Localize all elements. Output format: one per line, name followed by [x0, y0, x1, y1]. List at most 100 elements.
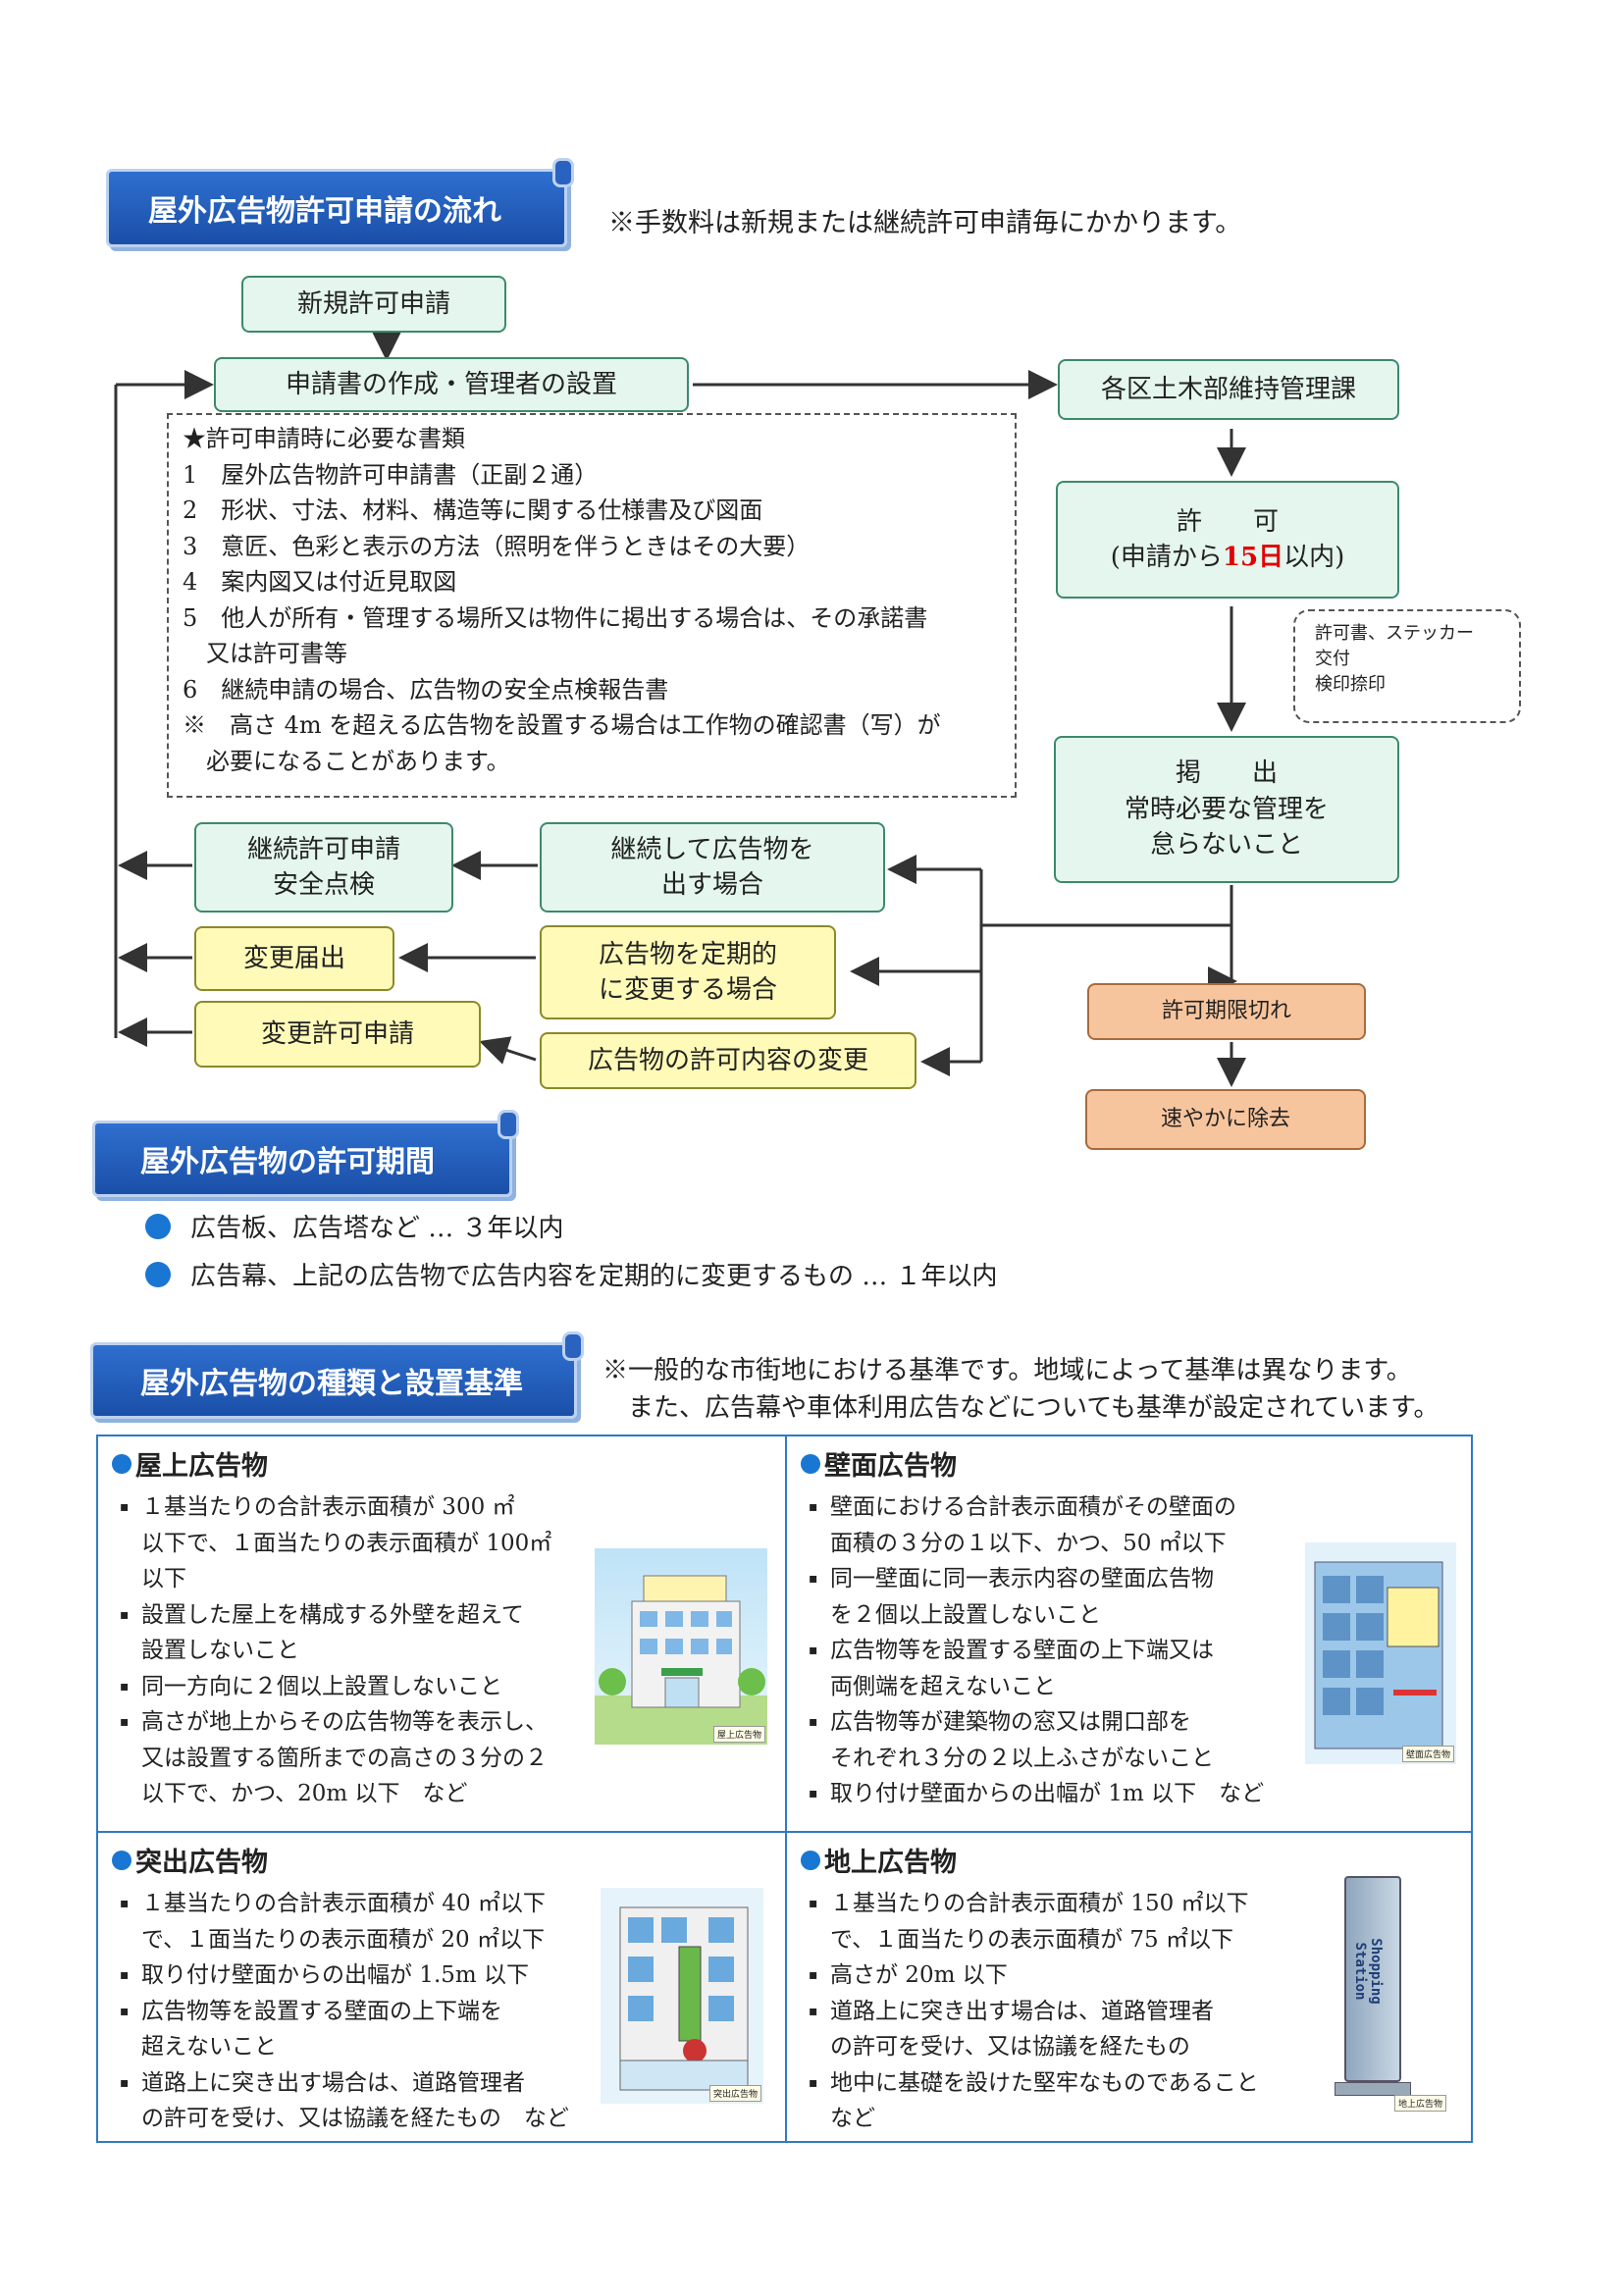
display-line: 常時必要な管理を — [1124, 794, 1329, 824]
callout-line: 許可書、ステッカー — [1315, 623, 1474, 644]
list-item: 広告物等が建築物の窓又は開口部を それぞれ３分の２以上ふさがないこと — [809, 1704, 1264, 1776]
arrow-left-icon — [479, 1036, 537, 1065]
list-item: 同一方向に２個以上設置しないこと — [120, 1669, 551, 1705]
signage-types-grid: 屋上広告物 １基当たりの合計表示面積が 300 ㎡ 以下で、１面当たりの表示面積… — [96, 1435, 1473, 2143]
permit-title: 許 可 — [1176, 506, 1279, 537]
required-documents-list: ★許可申請時に必要な書類 1 屋外広告物許可申請書（正副２通） 2 形状、寸法、… — [167, 413, 1017, 798]
doc-line: 3 意匠、色彩と表示の方法（照明を伴うときはその大要） — [183, 532, 811, 560]
ground-title-text: 地上広告物 — [824, 1848, 957, 1878]
display-title: 掲 出 — [1175, 758, 1278, 789]
projecting-building-icon — [601, 1888, 763, 2104]
pylon-sign-icon — [1344, 1876, 1401, 2082]
wall-illustration: 壁面広告物 — [1305, 1542, 1456, 1764]
wall-list: 壁面における合計表示面積がその壁面の 面積の３分の１以下、かつ、50 ㎡以下 同… — [809, 1489, 1264, 1812]
rooftop-illustration: 屋上広告物 — [595, 1548, 767, 1745]
list-item: １基当たりの合計表示面積が 300 ㎡ 以下で、１面当たりの表示面積が 100㎡… — [120, 1489, 551, 1597]
change-permit-box: 変更許可申請 — [194, 1001, 481, 1068]
prepare-box: 申請書の作成・管理者の設置 — [214, 357, 689, 412]
callout-line: 交付 — [1315, 649, 1350, 669]
types-note-line: ※一般的な市街地における基準です。地域によって基準は異なります。 — [602, 1356, 1412, 1385]
permit-callout: 許可書、ステッカー 交付 検印捺印 — [1293, 609, 1521, 723]
doc-line: 又は許可書等 — [183, 640, 347, 667]
change-notice-label: 変更届出 — [242, 943, 345, 973]
rooftop-title: 屋上広告物 — [112, 1444, 268, 1483]
expired-label: 許可期限切れ — [1161, 998, 1291, 1023]
permit-days: 15日 — [1222, 543, 1284, 572]
list-item: １基当たりの合計表示面積が 40 ㎡以下 で、１面当たりの表示面積が 20 ㎡以… — [120, 1886, 569, 1957]
bullet-dot-icon — [112, 1850, 131, 1870]
projecting-title: 突出広告物 — [112, 1841, 268, 1879]
bullet-dot-icon — [145, 1261, 171, 1287]
list-item: 広告物等を設置する壁面の上下端を 超えないこと — [120, 1994, 569, 2065]
display-box: 掲 出 常時必要な管理を 怠らないこと — [1054, 736, 1399, 883]
doc-line: 6 継続申請の場合、広告物の安全点検報告書 — [183, 675, 669, 704]
doc-line: 必要になることがあります。 — [183, 747, 510, 775]
types-section-banner: 屋外広告物の種類と設置基準 — [90, 1331, 584, 1419]
display-line: 怠らないこと — [1149, 830, 1303, 861]
ground-illustration: Shopping Station 地上広告物 — [1329, 1876, 1446, 2112]
list-item: 高さが 20m 以下 — [809, 1957, 1259, 1994]
rooftop-caption: 屋上広告物 — [712, 1726, 765, 1743]
ground-title: 地上広告物 — [801, 1841, 957, 1879]
bullet-dot-icon — [801, 1453, 820, 1474]
renew-line: 継続許可申請 — [246, 834, 400, 864]
types-note-line: また、広告幕や車体利用広告などについても基準が設定されています。 — [602, 1393, 1440, 1423]
change-notice-box: 変更届出 — [194, 926, 394, 991]
bullet-dot-icon — [145, 1213, 171, 1239]
pylon-sign-text: Shopping Station — [1352, 1938, 1384, 2005]
projecting-list: １基当たりの合計表示面積が 40 ㎡以下 で、１面当たりの表示面積が 20 ㎡以… — [120, 1886, 569, 2137]
remove-label: 速やかに除去 — [1160, 1106, 1290, 1131]
period-section-title: 屋外広告物の許可期間 — [140, 1145, 435, 1179]
doc-line: ★許可申請時に必要な書類 — [183, 425, 465, 452]
flow-connectors — [114, 332, 1246, 1087]
office-box: 各区土木部維持管理課 — [1058, 359, 1399, 420]
office-label: 各区土木部維持管理課 — [1100, 374, 1356, 404]
new-application-box: 新規許可申請 — [241, 276, 506, 333]
content-change-box: 広告物の許可内容の変更 — [540, 1032, 916, 1089]
ground-list: １基当たりの合計表示面積が 150 ㎡以下 で、１面当たりの表示面積が 75 ㎡… — [809, 1886, 1259, 2137]
rooftop-list: １基当たりの合計表示面積が 300 ㎡ 以下で、１面当たりの表示面積が 100㎡… — [120, 1489, 551, 1812]
banner-curl — [497, 1110, 519, 1139]
projecting-illustration: 突出広告物 — [601, 1888, 763, 2104]
expired-box: 許可期限切れ — [1087, 983, 1366, 1040]
doc-line: 1 屋外広告物許可申請書（正副２通） — [183, 460, 599, 489]
projecting-caption: 突出広告物 — [708, 2085, 761, 2102]
list-item: 取り付け壁面からの出幅が 1.5m 以下 — [120, 1957, 569, 1994]
projecting-cell: 突出広告物 １基当たりの合計表示面積が 40 ㎡以下 で、１面当たりの表示面積が… — [98, 1833, 785, 2141]
rooftop-building-icon — [595, 1575, 767, 1745]
change-case-box: 広告物を定期的 に変更する場合 — [540, 925, 836, 1019]
ground-caption: 地上広告物 — [1393, 2095, 1446, 2112]
fee-note: ※手数料は新規または継続許可申請毎にかかります。 — [608, 208, 1242, 238]
period-item: 広告板、広告塔など … ３年以内 — [145, 1208, 564, 1244]
bullet-dot-icon — [801, 1850, 820, 1870]
flow-section-banner: 屋外広告物許可申請の流れ — [106, 158, 574, 247]
renew-box: 継続許可申請 安全点検 — [194, 822, 453, 913]
ground-cell: 地上広告物 １基当たりの合計表示面積が 150 ㎡以下 で、１面当たりの表示面積… — [787, 1833, 1471, 2141]
bullet-dot-icon — [112, 1453, 131, 1474]
doc-line: 2 形状、寸法、材料、構造等に関する仕様書及び図面 — [183, 496, 763, 524]
wall-title: 壁面広告物 — [801, 1444, 957, 1483]
wall-caption: 壁面広告物 — [1401, 1746, 1454, 1762]
renew-case-line: 出す場合 — [660, 870, 763, 900]
list-item: 道路上に突き出す場合は、道路管理者 の許可を受け、又は協議を経たもの — [809, 1994, 1259, 2065]
list-item: 設置した屋上を構成する外壁を超えて 設置しないこと — [120, 1597, 551, 1669]
doc-line: 4 案内図又は付近見取図 — [183, 568, 457, 596]
rooftop-cell: 屋上広告物 １基当たりの合計表示面積が 300 ㎡ 以下で、１面当たりの表示面積… — [98, 1436, 785, 1831]
wall-title-text: 壁面広告物 — [824, 1451, 957, 1482]
permit-suffix: 以内) — [1283, 543, 1345, 572]
wall-cell: 壁面広告物 壁面における合計表示面積がその壁面の 面積の３分の１以下、かつ、50… — [787, 1436, 1471, 1831]
rooftop-title-text: 屋上広告物 — [135, 1451, 268, 1482]
period-item: 広告幕、上記の広告物で広告内容を定期的に変更するもの … １年以内 — [145, 1256, 998, 1292]
projecting-title-text: 突出広告物 — [135, 1848, 268, 1878]
list-item: 道路上に突き出す場合は、道路管理者 の許可を受け、又は協議を経たもの など — [120, 2065, 569, 2137]
callout-line: 検印捺印 — [1315, 674, 1386, 695]
remove-box: 速やかに除去 — [1085, 1089, 1366, 1150]
banner-curl — [562, 1331, 584, 1361]
doc-line: ※ 高さ 4m を超える広告物を設置する場合は工作物の確認書（写）が — [183, 711, 941, 739]
list-item: 同一壁面に同一表示内容の壁面広告物 を２個以上設置しないこと — [809, 1561, 1264, 1633]
grid-divider-h — [98, 1831, 1471, 1833]
list-item: 地中に基礎を設けた堅牢なものであること など — [809, 2065, 1259, 2137]
doc-line: 5 他人が所有・管理する場所又は物件に掲出する場合は、その承諾書 — [183, 603, 928, 632]
wall-building-icon — [1305, 1542, 1456, 1764]
list-item: １基当たりの合計表示面積が 150 ㎡以下 で、１面当たりの表示面積が 75 ㎡… — [809, 1886, 1259, 1957]
